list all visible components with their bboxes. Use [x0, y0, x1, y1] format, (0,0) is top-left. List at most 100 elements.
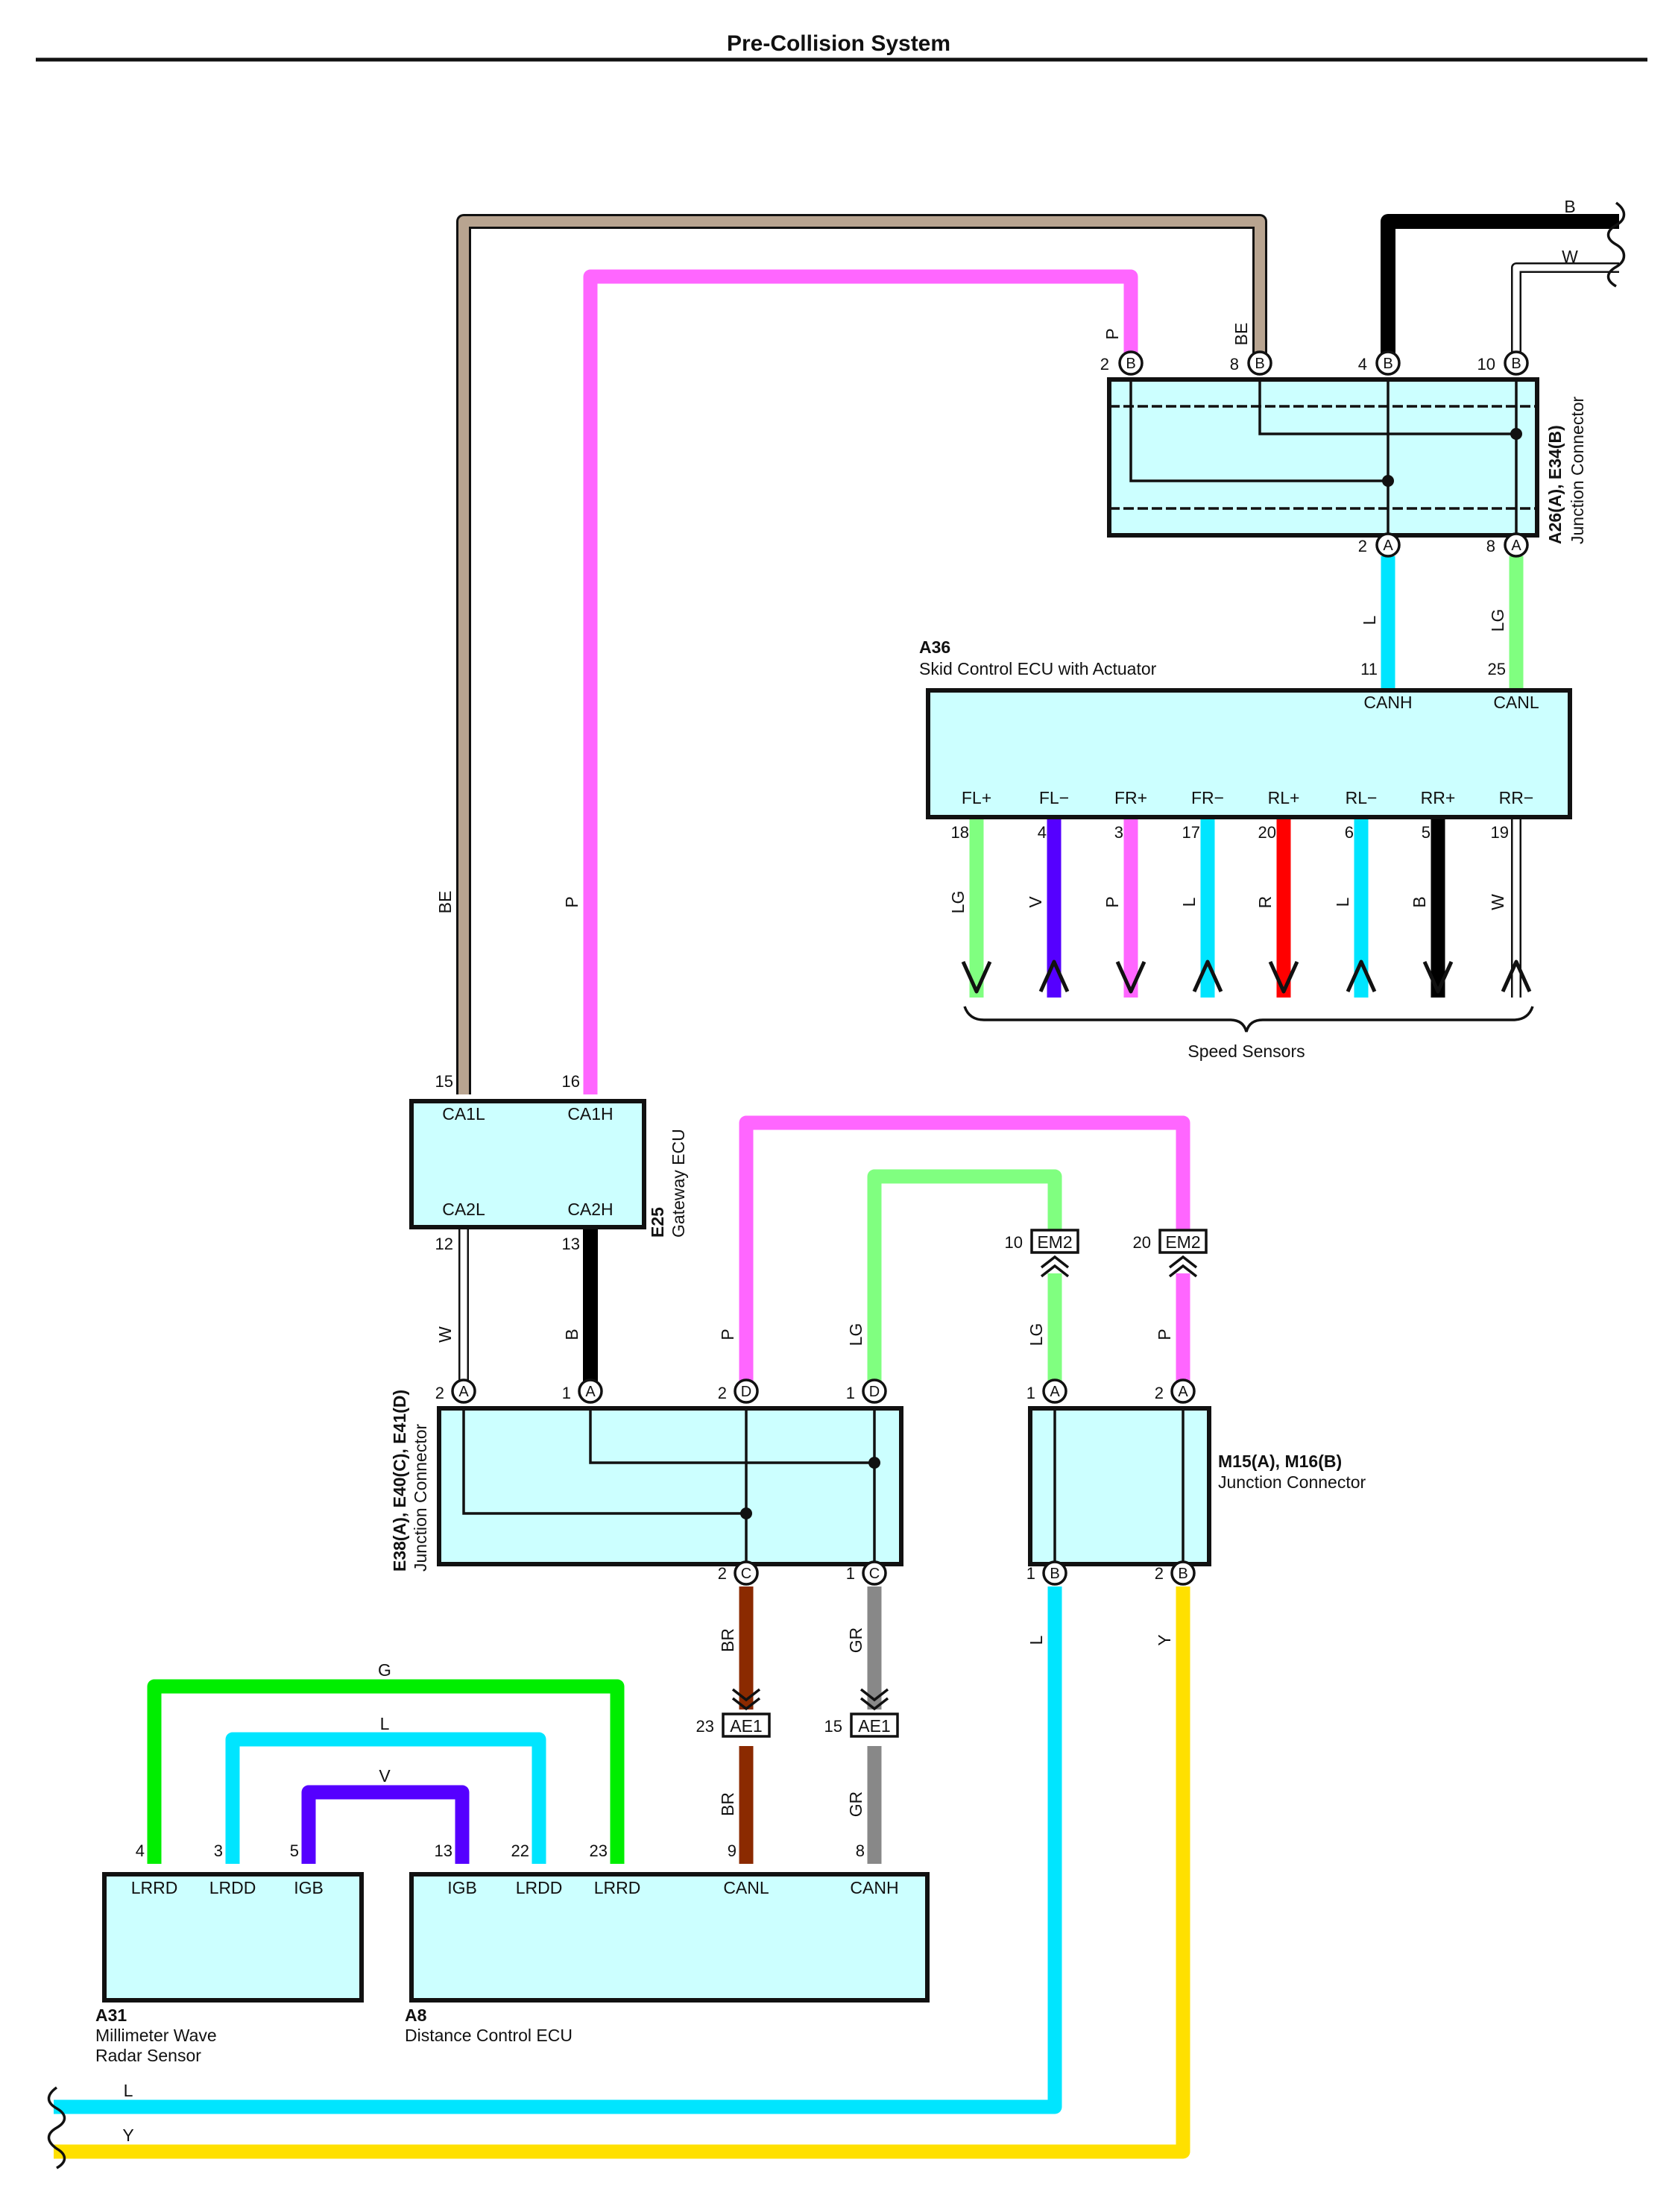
a31-term-lrrd: LRRD [131, 1878, 178, 1897]
e38-int-w [462, 1408, 746, 1515]
a31-radar-box [102, 1872, 364, 2003]
svg-text:C: C [741, 1566, 751, 1582]
wire-label-rot-24: Y [1155, 1634, 1174, 1645]
pin-a26-top-2: 8 [1230, 355, 1239, 374]
pin-e38-bot-2: 1 [846, 1564, 855, 1583]
pin-e25-top-2: 16 [562, 1072, 580, 1091]
wire-label-rot-21: BR [718, 1628, 737, 1652]
pin-a8-1: 13 [435, 1841, 452, 1860]
m15-top-circle-2: A [1170, 1378, 1196, 1404]
wire-b-top [1381, 214, 1619, 362]
wire-label-rot-4: LG [1488, 609, 1507, 632]
wire-label-rot-2: BE [1231, 323, 1251, 346]
svg-text:D: D [869, 1384, 880, 1400]
speed-sensor-arrow-6 [1346, 960, 1377, 993]
em2-label-2: EM2 [1165, 1232, 1200, 1252]
a31-code: A31 [95, 2005, 127, 2025]
wire-label-rot-1: P [1103, 328, 1122, 339]
pin-a36-bot-3: 3 [1114, 823, 1123, 842]
m15-bot-circle-2: B [1170, 1560, 1196, 1586]
m15-bot-circle-1: B [1042, 1560, 1067, 1586]
e38-top-circle-3: D [734, 1378, 759, 1404]
a8-term-lrrd: LRRD [594, 1878, 641, 1897]
pin-a36-bot-7: 5 [1422, 823, 1431, 842]
a36-term-canh: CANH [1363, 693, 1412, 712]
pin-a36-bot-4: 17 [1182, 823, 1200, 842]
wire-l-lrdd [225, 1732, 546, 1864]
svg-text:D: D [741, 1384, 751, 1400]
pin-a36-bot-5: 20 [1258, 823, 1276, 842]
em2-label-1: EM2 [1037, 1232, 1072, 1252]
pin-a36-top-2: 25 [1488, 660, 1506, 678]
a8-code: A8 [405, 2005, 427, 2025]
wire-label-rot-13: BE [435, 891, 455, 914]
pin-e38-bot-1: 2 [718, 1564, 727, 1583]
e38-code: E38(A), E40(C), E41(D) [390, 1390, 409, 1572]
pin-a31-1: 4 [136, 1841, 145, 1860]
inline-em2-20: EM2 [1158, 1229, 1208, 1278]
ae1-label-1: AE1 [730, 1716, 762, 1736]
wire-label-l-lrdd: L [380, 1714, 390, 1733]
e25-name: Gateway ECU [669, 1129, 688, 1238]
e38-name: Junction Connector [411, 1423, 430, 1572]
a31-name-line2: Radar Sensor [95, 2046, 201, 2065]
wire-label-rot-5: LG [948, 891, 968, 914]
e38-splice-1 [740, 1507, 752, 1519]
wire-label-g: G [378, 1660, 391, 1680]
wire-p-e38-m15 [739, 1115, 1190, 1390]
a36-term-bottom-1: FL+ [962, 788, 991, 807]
wire-label-rot-20: P [1155, 1329, 1174, 1340]
wire-y-bottom [54, 1586, 1190, 2159]
wire-p-gateway [583, 269, 1138, 1094]
wire-g-lrrd [147, 1679, 625, 1864]
a8-term-igb: IGB [447, 1878, 477, 1897]
a8-term-canh: CANH [850, 1878, 898, 1897]
a36-term-bottom-5: RL+ [1268, 788, 1300, 807]
e38-junction-box [437, 1406, 903, 1566]
wire-break-top-right [1606, 201, 1626, 288]
pin-a26-top-3: 4 [1358, 355, 1367, 374]
a8-term-canl: CANL [723, 1878, 769, 1897]
pin-a26-top-4: 10 [1477, 355, 1495, 374]
svg-text:A: A [1178, 1384, 1188, 1400]
svg-text:C: C [869, 1566, 880, 1582]
speed-sensor-arrow-7 [1422, 960, 1454, 994]
wire-label-rot-10: L [1333, 897, 1352, 907]
inline-ae1-15: AE1 [850, 1688, 899, 1738]
wire-w-top [1511, 262, 1619, 362]
wire-label-rot-12: W [1488, 894, 1507, 910]
pin-em2-2: 20 [1133, 1233, 1151, 1252]
e38-int-b [589, 1408, 874, 1464]
pin-e38-top-4: 1 [846, 1384, 855, 1402]
pin-a36-bot-2: 4 [1038, 823, 1047, 842]
a26-top-circle-3: B [1375, 350, 1401, 376]
wire-label-rot-26: GR [846, 1792, 865, 1818]
svg-text:A: A [1383, 538, 1393, 554]
wire-label-rot-18: LG [846, 1323, 865, 1346]
pin-a26-bot-1: 2 [1358, 537, 1367, 555]
a26-junction-box [1107, 377, 1539, 538]
pin-m15-top-1: 1 [1026, 1384, 1035, 1402]
wire-v-igb [301, 1785, 470, 1864]
pin-ae1-1: 23 [696, 1717, 714, 1736]
a26-bot-circle-1: A [1375, 532, 1401, 558]
m15-code: M15(A), M16(B) [1218, 1452, 1342, 1471]
wire-label-rot-19: LG [1026, 1323, 1046, 1346]
svg-text:B: B [1255, 356, 1264, 372]
speed-sensors-label: Speed Sensors [1187, 1042, 1305, 1061]
wire-label-rot-25: BR [718, 1792, 737, 1816]
pin-m15-top-2: 2 [1155, 1384, 1164, 1402]
wire-lg-e38-m15 [867, 1169, 1062, 1390]
a8-ecu-box [409, 1872, 930, 2003]
wire-label-rot-7: P [1103, 896, 1122, 907]
e25-gateway-box [409, 1099, 646, 1229]
a26-top-circle-1: B [1118, 350, 1144, 376]
pin-a36-bot-1: 18 [951, 823, 969, 842]
m15-junction-box [1028, 1406, 1211, 1566]
svg-text:B: B [1050, 1566, 1059, 1582]
wire-label-v-igb: V [379, 1766, 391, 1786]
pin-a36-bot-6: 6 [1345, 823, 1354, 842]
pin-a26-bot-2: 8 [1486, 537, 1495, 555]
svg-text:B: B [1126, 356, 1135, 372]
